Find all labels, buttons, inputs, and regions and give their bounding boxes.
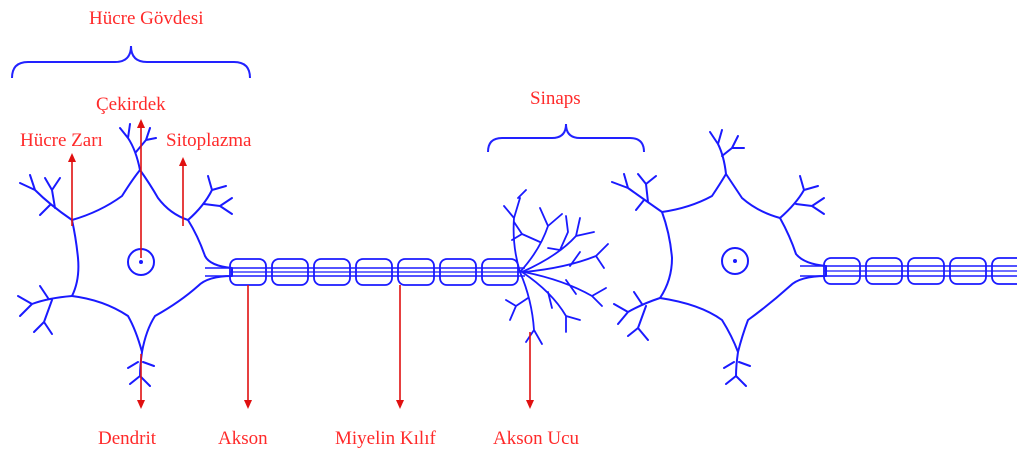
dendrites-left bbox=[18, 124, 232, 386]
label-axon-terminal: Akson Ucu bbox=[493, 428, 580, 449]
label-myelin-sheath: Miyelin Kılıf bbox=[335, 428, 436, 449]
label-cytoplasm: Sitoplazma bbox=[166, 130, 252, 151]
label-nucleus: Çekirdek bbox=[96, 94, 166, 115]
soma-right bbox=[660, 174, 826, 352]
label-synapse: Sinaps bbox=[530, 88, 581, 109]
axon-terminal-branches bbox=[504, 190, 608, 344]
neuron-left bbox=[18, 124, 608, 386]
label-dendrite: Dendrit bbox=[98, 428, 157, 449]
label-cell-membrane: Hücre Zarı bbox=[20, 130, 103, 151]
neuron-right bbox=[612, 130, 1017, 386]
synapse-brace bbox=[488, 124, 644, 152]
label-cell-body: Hücre Gövdesi bbox=[89, 8, 204, 29]
label-axon: Akson bbox=[218, 428, 268, 449]
dendrites-right bbox=[612, 130, 824, 386]
cell-body-brace bbox=[12, 46, 250, 78]
